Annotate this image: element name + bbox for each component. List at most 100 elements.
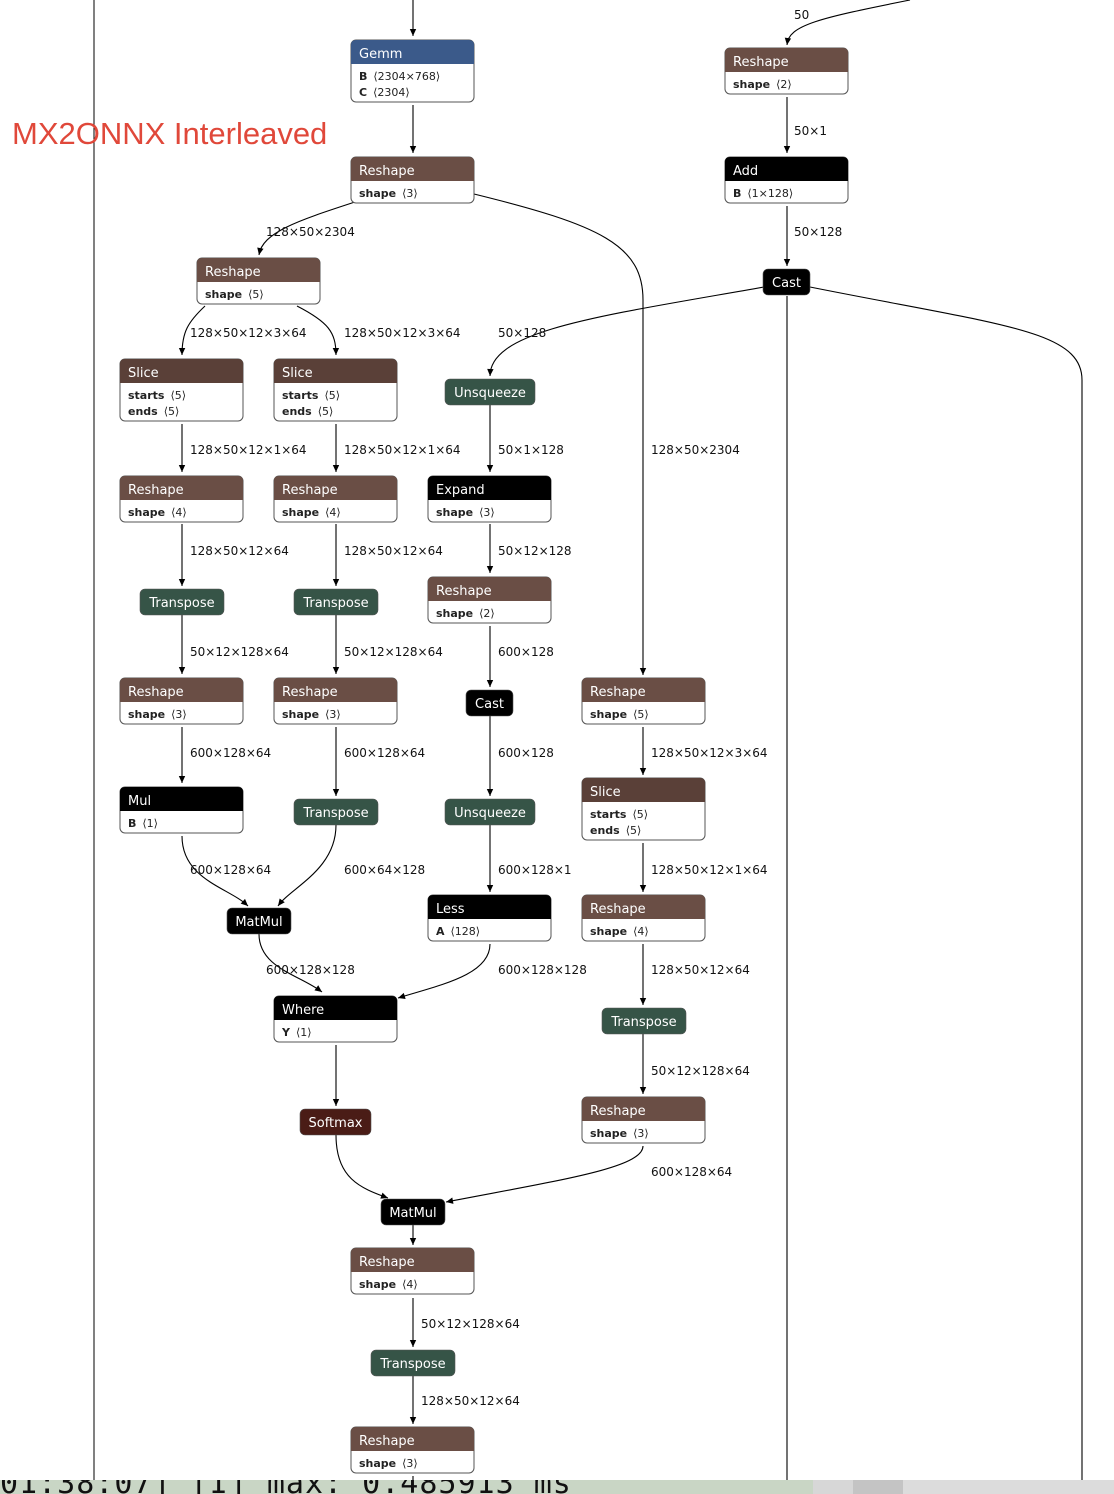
arrowhead bbox=[409, 29, 417, 36]
node-unsqueeze-1[interactable]: Unsqueeze bbox=[444, 378, 536, 406]
arrowhead bbox=[178, 667, 186, 674]
node-op-label: Reshape bbox=[282, 685, 338, 700]
arrowhead bbox=[240, 898, 248, 906]
node-op-label: Reshape bbox=[128, 483, 184, 498]
node-reshape-4a[interactable]: Reshape shape⟨4⟩ bbox=[119, 475, 244, 523]
arrowhead bbox=[639, 668, 647, 675]
node-transpose-c[interactable]: Transpose bbox=[293, 798, 379, 826]
arrowhead bbox=[639, 1087, 647, 1094]
node-matmul-1[interactable]: MatMul bbox=[226, 907, 292, 935]
node-op-label: Where bbox=[282, 1003, 324, 1018]
node-transpose-b[interactable]: Transpose bbox=[293, 588, 379, 616]
edge-softmax-matmul2 bbox=[335, 1134, 389, 1199]
node-transpose-e[interactable]: Transpose bbox=[601, 1007, 687, 1035]
node-cast-1[interactable]: Cast bbox=[762, 268, 811, 296]
node-op-label: Reshape bbox=[733, 55, 789, 70]
arrowhead bbox=[639, 768, 647, 775]
node-op-label: Slice bbox=[282, 366, 313, 381]
node-op-label: Reshape bbox=[359, 1434, 415, 1449]
edge-labels: 50 128×50×2304 128×50×12×3×64 128×50×12×… bbox=[190, 8, 842, 1408]
node-param: shape⟨3⟩ bbox=[128, 708, 187, 721]
node-op-label: Transpose bbox=[148, 596, 214, 611]
edge-label: 600×128×64 bbox=[344, 746, 425, 760]
arrowhead bbox=[486, 680, 494, 687]
node-softmax[interactable]: Softmax bbox=[299, 1108, 372, 1136]
arrowheads bbox=[178, 29, 792, 1424]
node-param: Y⟨1⟩ bbox=[281, 1026, 312, 1039]
edge-label: 128×50×2304 bbox=[651, 443, 740, 457]
arrowhead bbox=[639, 998, 647, 1005]
status-bar-segment bbox=[853, 1480, 903, 1494]
node-op-label: Gemm bbox=[359, 47, 402, 62]
edge-label: 128×50×12×1×64 bbox=[344, 443, 461, 457]
node-param: shape⟨2⟩ bbox=[733, 78, 792, 91]
title-annotation: MX2ONNX Interleaved bbox=[12, 116, 327, 151]
node-op-label: Cast bbox=[772, 276, 801, 291]
node-cast-2[interactable]: Cast bbox=[465, 689, 514, 717]
edge-reshape3d-matmul2 bbox=[445, 1145, 644, 1203]
node-op-label: Unsqueeze bbox=[454, 386, 526, 401]
status-bar-segment bbox=[813, 1480, 853, 1494]
edge-label: 50×12×128 bbox=[498, 544, 572, 558]
node-op-label: Slice bbox=[590, 785, 621, 800]
node-transpose-d[interactable]: Transpose bbox=[370, 1349, 456, 1377]
edge-reshape-top-to-reshape5a bbox=[258, 201, 356, 256]
nodes: GemmB⟨2304×768⟩C⟨2304⟩Reshapeshape⟨3⟩Res… bbox=[119, 39, 849, 1474]
node-matmul-2[interactable]: MatMul bbox=[380, 1198, 446, 1226]
edge-label: 50×128 bbox=[794, 225, 842, 239]
arrowhead bbox=[178, 579, 186, 586]
node-param: shape⟨4⟩ bbox=[128, 506, 187, 519]
node-reshape-5a[interactable]: Reshape shape⟨5⟩ bbox=[196, 257, 321, 305]
edge-label: 600×128 bbox=[498, 645, 554, 659]
node-op-label: Reshape bbox=[590, 685, 646, 700]
arrowhead bbox=[332, 347, 340, 355]
edge-label: 50×12×128×64 bbox=[651, 1064, 750, 1078]
node-unsqueeze-2[interactable]: Unsqueeze bbox=[444, 798, 536, 826]
arrowhead bbox=[486, 885, 494, 892]
node-op-label: Slice bbox=[128, 366, 159, 381]
edge-label: 128×50×12×3×64 bbox=[344, 326, 461, 340]
edge-matmul1-where bbox=[258, 933, 323, 993]
node-op-label: Mul bbox=[128, 794, 151, 809]
arrowhead bbox=[409, 1340, 417, 1347]
node-param: B⟨1⟩ bbox=[128, 817, 158, 830]
node-param: B⟨1×128⟩ bbox=[733, 187, 793, 200]
node-op-label: Softmax bbox=[309, 1116, 363, 1131]
node-transpose-a[interactable]: Transpose bbox=[139, 588, 225, 616]
node-op-label: Transpose bbox=[610, 1015, 676, 1030]
node-op-label: Transpose bbox=[379, 1357, 445, 1372]
node-op-label: Reshape bbox=[205, 265, 261, 280]
node-op-label: Add bbox=[733, 164, 758, 179]
arrowhead bbox=[257, 247, 264, 255]
node-reshape-2a[interactable]: Reshape shape⟨2⟩ bbox=[724, 47, 849, 95]
edge-label: 50×12×128×64 bbox=[344, 645, 443, 659]
node-op-label: Transpose bbox=[302, 596, 368, 611]
arrowhead bbox=[398, 992, 406, 1000]
arrowhead bbox=[446, 1197, 454, 1204]
node-param: shape⟨5⟩ bbox=[205, 288, 264, 301]
node-param: shape⟨4⟩ bbox=[359, 1278, 418, 1291]
edge-label: 50 bbox=[794, 8, 809, 22]
edge-label: 600×128×64 bbox=[190, 863, 271, 877]
node-op-label: Cast bbox=[475, 697, 504, 712]
